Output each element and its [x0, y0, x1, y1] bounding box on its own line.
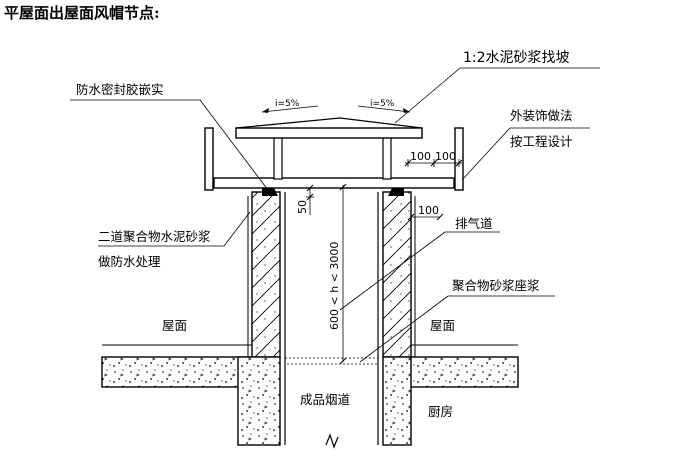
dimension-offset-100 [407, 212, 444, 222]
polymer-mortar-seat [284, 357, 379, 365]
label-polymer-waterproof-1: 二道聚合物水泥砂浆 [98, 229, 211, 244]
dimension-50: 50 [296, 200, 309, 214]
dimension-cap-overhang [404, 159, 463, 167]
label-polymer-waterproof-2: 做防水处理 [98, 254, 161, 269]
dimension-100-offset: 100 [418, 204, 439, 217]
break-line [325, 433, 339, 449]
dimension-100-b: 100 [435, 150, 456, 163]
leader-mortar-seat [359, 295, 555, 363]
sealant-right [388, 188, 404, 196]
slope-arrow-left [261, 105, 319, 113]
duct-wall-left [237, 191, 281, 446]
leader-exterior-finish [461, 127, 590, 181]
slope-label-right: i=5% [370, 99, 395, 109]
leader-polymer-waterproof [98, 211, 251, 247]
roof-slab-right [399, 356, 519, 388]
label-kitchen: 厨房 [428, 404, 453, 419]
label-roof-left: 屋面 [162, 318, 187, 333]
label-polymer-mortar-seat: 聚合物砂浆座浆 [452, 278, 540, 293]
label-sealant: 防水密封胶嵌实 [76, 82, 164, 97]
label-mortar-slope: 1:2水泥砂浆找坡 [463, 50, 570, 66]
dimension-gap-50 [306, 184, 314, 215]
leader-exhaust-duct [339, 231, 500, 311]
dimension-height-range: 600 < h < 3000 [328, 242, 341, 330]
roof-slab-left [101, 356, 253, 388]
label-exhaust-duct: 排气道 [455, 216, 493, 231]
slope-label-left: i=5% [275, 99, 300, 109]
sealant-left [262, 188, 278, 196]
leader-sealant [70, 99, 269, 191]
label-exterior-finish-2: 按工程设计 [510, 134, 573, 149]
dimension-100-a: 100 [410, 150, 431, 163]
duct-wall-right [382, 191, 412, 446]
label-exterior-finish-1: 外装饰做法 [510, 108, 573, 123]
label-flue: 成品烟道 [300, 392, 351, 407]
leader-mortar-slope [394, 67, 600, 124]
page-title: 平屋面出屋面风帽节点: [4, 4, 160, 22]
dimension-height [339, 183, 347, 365]
label-roof-right: 屋面 [430, 318, 455, 333]
